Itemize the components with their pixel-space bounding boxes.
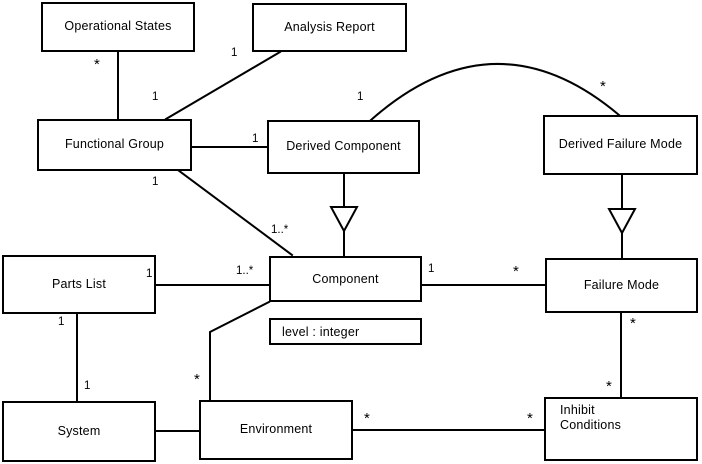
class-name-inhibit-conditions: Inhibit Conditions <box>560 403 622 433</box>
class-box-parts-list[interactable]: Parts List <box>2 255 156 314</box>
multiplicity-label-mult-fm-from-component: * <box>513 263 519 280</box>
class-box-system[interactable]: System <box>2 401 156 462</box>
multiplicity-label-mult-fg-to-component: 1 <box>152 176 159 188</box>
class-name-component: Component <box>312 272 379 286</box>
attribute-row-component-0: level : integer <box>282 324 360 339</box>
class-name-failure-mode: Failure Mode <box>583 277 660 292</box>
multiplicity-label-mult-fm-to-inhibit: * <box>630 315 636 332</box>
multiplicity-label-mult-parts-list-right: 1 <box>146 268 153 280</box>
class-box-operational-states[interactable]: Operational States <box>41 2 195 52</box>
association-analysis-report--functional-group <box>164 50 282 121</box>
multiplicity-label-mult-component-from-parts: 1..* <box>236 265 254 277</box>
class-box-inhibit-conditions[interactable]: Inhibit Conditions <box>544 397 698 461</box>
class-name-analysis-report: Analysis Report <box>284 19 375 34</box>
multiplicity-label-mult-component-from-fg: 1..* <box>271 224 289 236</box>
multiplicity-label-mult-inhibit-from-fm: * <box>606 378 612 395</box>
multiplicity-label-mult-env-right: * <box>364 410 370 427</box>
multiplicity-label-mult-op-states-to-fg: * <box>94 56 100 73</box>
class-name-environment: Environment <box>239 422 313 437</box>
class-box-derived-failure-mode[interactable]: Derived Failure Mode <box>543 115 698 175</box>
multiplicity-label-mult-inhibit-left: * <box>527 410 533 427</box>
class-box-functional-group[interactable]: Functional Group <box>37 119 192 171</box>
generalization-triangle-derived-failure-mode--failure-mode <box>607 208 637 236</box>
class-attributes-component[interactable]: level : integer <box>269 318 422 345</box>
multiplicity-label-mult-system-top: 1 <box>84 380 91 392</box>
class-box-environment[interactable]: Environment <box>199 400 353 460</box>
association-derived-component--derived-failure-mode <box>369 63 621 122</box>
multiplicity-label-mult-analysis-report-lower: 1 <box>231 47 238 59</box>
multiplicity-label-mult-parts-list-bottom: 1 <box>58 316 65 328</box>
class-name-functional-group: Functional Group <box>64 137 165 152</box>
class-box-analysis-report[interactable]: Analysis Report <box>252 3 407 52</box>
class-name-derived-failure-mode: Derived Failure Mode <box>558 137 683 152</box>
association-component--environment <box>209 300 271 401</box>
class-box-derived-component[interactable]: Derived Component <box>267 120 420 174</box>
multiplicity-label-mult-component-to-fm: 1 <box>428 263 435 275</box>
multiplicity-label-mult-env-to-component: * <box>194 371 200 388</box>
class-name-system: System <box>57 423 101 438</box>
class-box-failure-mode[interactable]: Failure Mode <box>545 258 698 313</box>
multiplicity-label-mult-derived-comp-assoc: 1 <box>252 133 259 145</box>
multiplicity-label-mult-fg-to-derived-comp: 1 <box>357 91 364 103</box>
generalization-triangle-derived-component--component <box>329 206 359 234</box>
class-name-parts-list: Parts List <box>51 276 107 291</box>
association-functional-group--component <box>176 168 294 257</box>
multiplicity-label-mult-fg-to-analysis-report: 1 <box>152 91 159 103</box>
class-name-derived-component: Derived Component <box>286 139 401 154</box>
multiplicity-label-mult-derived-fm-arc: * <box>600 78 606 95</box>
class-box-component[interactable]: Component <box>269 256 422 302</box>
class-name-operational-states: Operational States <box>64 19 172 34</box>
